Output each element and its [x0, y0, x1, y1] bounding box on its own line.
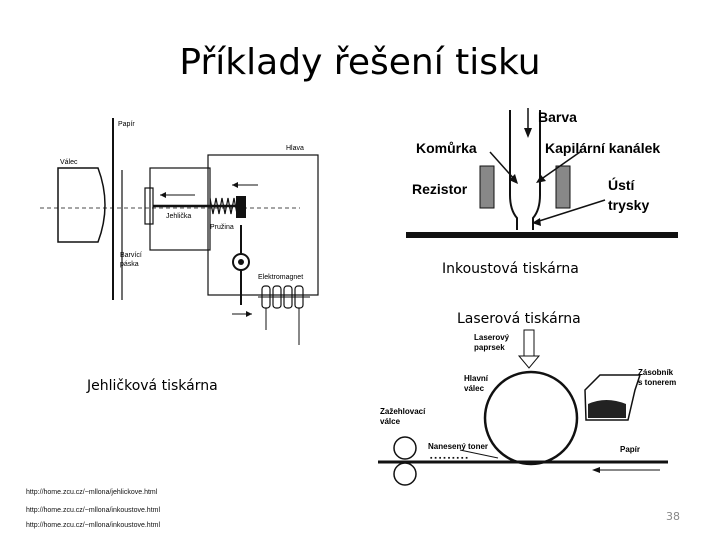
carriage-shape	[149, 167, 211, 251]
ls-label-fuser-2: válce	[380, 417, 401, 426]
ls-label-applied: Nanesený toner	[428, 442, 488, 451]
ij-label-nozzle-2: trysky	[608, 197, 649, 213]
spring-shape	[209, 197, 238, 215]
dm-label-magnet: Elektromagnet	[258, 274, 303, 281]
drum-shape	[483, 370, 579, 466]
ls-label-paper: Papír	[620, 445, 640, 454]
laser-caption: Laserová tiskárna	[457, 311, 581, 327]
ls-label-toner-1: Zásobník	[638, 368, 674, 377]
ij-label-resistor: Rezistor	[412, 181, 468, 197]
toner-hopper	[584, 374, 642, 421]
slide-title: Příklady řešení tisku	[179, 42, 541, 83]
ij-label-channel: Kapilární kanálek	[545, 140, 660, 156]
dm-label-needle: Jehlička	[166, 213, 191, 220]
ls-label-toner-2: s tonerem	[638, 378, 676, 387]
dm-label-roller: Válec	[60, 159, 78, 166]
source-link-3[interactable]: http://home.zcu.cz/~mllona/inkoustove.ht…	[26, 522, 161, 529]
ls-label-drum-2: válec	[464, 384, 485, 393]
page-number: 38	[666, 510, 680, 523]
inkjet-caption: Inkoustová tiskárna	[442, 261, 579, 277]
dm-label-ribbon-1: Barvící	[120, 252, 142, 259]
needle-end	[236, 196, 246, 218]
svg-text:▪ ▪ ▪ ▪ ▪ ▪ ▪ ▪ ▪: ▪ ▪ ▪ ▪ ▪ ▪ ▪ ▪ ▪	[430, 455, 468, 462]
ls-label-beam-1: Laserový	[474, 333, 510, 342]
dm-label-head: Hlava	[286, 145, 304, 152]
ls-label-beam-2: paprsek	[474, 343, 505, 352]
fuser-top	[393, 436, 417, 460]
dm-label-ribbon-2: páska	[120, 261, 139, 268]
head-shape	[207, 154, 319, 296]
ij-label-chamber: Komůrka	[416, 140, 477, 156]
source-link-2[interactable]: http://home.zcu.cz/~mllona/inkoustove.ht…	[26, 507, 161, 514]
dm-label-paper: Papír	[118, 121, 135, 128]
ij-label-ink: Barva	[538, 109, 577, 125]
dot-matrix-caption: Jehličková tiskárna	[87, 378, 218, 394]
ls-label-fuser-1: Zažehlovací	[380, 407, 426, 416]
source-link-1[interactable]: http://home.zcu.cz/~mllona/jehlickove.ht…	[26, 489, 158, 496]
ij-label-nozzle-1: Ústí	[608, 176, 636, 193]
fuser-bottom	[393, 462, 417, 486]
ls-label-drum-1: Hlavní	[464, 374, 489, 383]
roller-shape	[57, 167, 106, 243]
dm-label-spring: Pružina	[210, 224, 234, 231]
